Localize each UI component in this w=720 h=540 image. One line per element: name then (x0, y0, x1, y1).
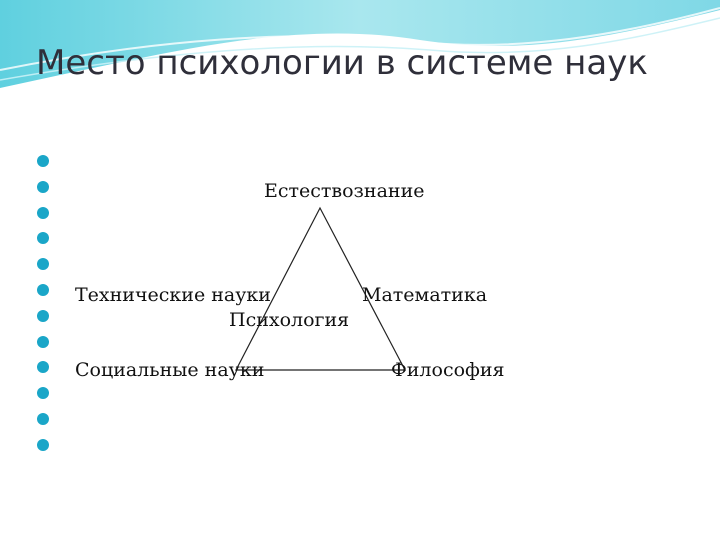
header-wave-decoration (0, 0, 720, 88)
bullet-dot (37, 155, 49, 167)
triangle-shape (235, 206, 406, 371)
bullet-dot (37, 361, 49, 374)
bullet-list (37, 155, 49, 465)
bullet-dot (37, 335, 49, 348)
label-natural-science: Естествознание (264, 180, 425, 202)
bullet-dot (37, 438, 49, 451)
label-technical-sciences: Технические науки (75, 284, 271, 306)
bullet-dot (37, 232, 49, 245)
bullet-dot (37, 283, 49, 296)
bullet-dot (37, 387, 49, 400)
bullet-dot (37, 412, 49, 425)
bullet-dot (37, 309, 49, 322)
label-social-sciences: Социальные науки (75, 359, 265, 381)
bullet-dot (37, 180, 49, 193)
bullet-dot (37, 206, 49, 219)
label-philosophy: Философия (391, 359, 505, 381)
slide-title: Место психологии в системе наук (36, 43, 648, 83)
bullet-dot (37, 258, 49, 271)
label-psychology: Психология (229, 309, 350, 331)
label-mathematics: Математика (362, 284, 488, 306)
